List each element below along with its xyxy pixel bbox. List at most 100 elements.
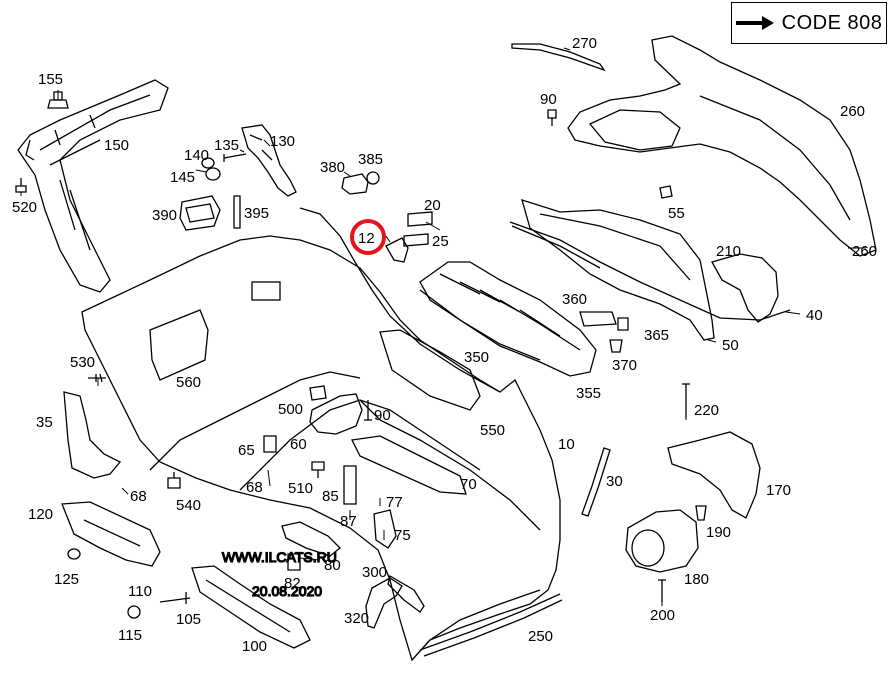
part-370	[609, 339, 623, 353]
sensor-360	[579, 311, 617, 327]
callout-170: 170	[766, 482, 791, 499]
leader-lines	[20, 47, 866, 606]
callout-90: 90	[374, 407, 391, 424]
callout-70: 70	[460, 476, 477, 493]
cover-390	[179, 195, 221, 231]
callout-350: 350	[464, 349, 489, 366]
callout-60: 60	[290, 436, 307, 453]
bracket-85	[343, 465, 357, 505]
callout-520: 520	[12, 199, 37, 216]
callout-320: 320	[344, 610, 369, 627]
screw-540	[167, 472, 181, 489]
callout-87: 87	[340, 513, 357, 530]
callout-360: 360	[562, 291, 587, 308]
part-550	[379, 329, 481, 411]
callout-365: 365	[644, 327, 669, 344]
callout-50: 50	[722, 337, 739, 354]
part-300	[387, 575, 425, 613]
trim-250	[419, 593, 563, 657]
watermark: WWW.ILCATS.RU 20.08.2020	[221, 548, 337, 599]
callout-145: 145	[170, 169, 195, 186]
callout-125: 125	[54, 571, 79, 588]
callout-100: 100	[242, 638, 267, 655]
callout-260: 260	[840, 103, 865, 120]
callout-270: 270	[572, 35, 597, 52]
callout-530: 530	[70, 354, 95, 371]
callout-68: 68	[130, 488, 147, 505]
panel-50	[521, 199, 715, 341]
callout-77: 77	[386, 494, 403, 511]
callout-75: 75	[394, 527, 411, 544]
housing-180	[625, 509, 699, 573]
callout-210: 210	[716, 243, 741, 260]
callout-500: 500	[278, 401, 303, 418]
trim-40	[509, 221, 791, 321]
bracket-150	[17, 79, 169, 293]
screw-105	[159, 592, 191, 604]
clip-25	[403, 233, 429, 247]
callout-40: 40	[806, 307, 823, 324]
bracket-80	[281, 521, 341, 557]
bracket-130	[241, 124, 297, 197]
callout-370: 370	[612, 357, 637, 374]
callout-85: 85	[322, 488, 339, 505]
callout-110: 110	[128, 583, 152, 600]
bracket-170	[667, 431, 761, 519]
code-box: CODE 808	[731, 2, 887, 44]
callout-20: 20	[424, 197, 441, 214]
callout-510: 510	[288, 480, 313, 497]
callout-540: 540	[176, 497, 201, 514]
screw-135	[223, 153, 247, 162]
watermark-line-2: 20.08.2020	[252, 583, 322, 599]
beam-70	[351, 435, 467, 495]
callout-300: 300	[362, 564, 387, 581]
part-12	[385, 237, 409, 263]
callout-105: 105	[176, 611, 201, 628]
callout-highlighted: 12	[358, 230, 375, 247]
callout-80: 80	[324, 557, 341, 574]
clip-155	[47, 91, 69, 109]
callout-10: 10	[558, 436, 575, 453]
washer-140	[201, 157, 221, 181]
washer-110	[127, 605, 141, 619]
callout-380: 380	[320, 159, 345, 176]
highlight-ring	[350, 219, 386, 255]
bumper-cover-10	[81, 207, 561, 662]
callout-200: 200	[650, 607, 675, 624]
trim-270	[511, 43, 606, 72]
callout-190: 190	[706, 524, 731, 541]
grille-350	[419, 261, 597, 377]
callout-560: 560	[176, 374, 201, 391]
callout-115: 115	[118, 627, 142, 644]
callout-550: 550	[480, 422, 505, 439]
callout-25: 25	[432, 233, 449, 250]
callout-30: 30	[606, 473, 623, 490]
clip-65	[263, 435, 277, 453]
trim-320	[365, 577, 403, 629]
bracket-35	[63, 391, 122, 479]
bracket-120	[61, 501, 161, 567]
screw-520	[15, 178, 27, 193]
callout-55: 55	[668, 205, 685, 222]
screw-510	[311, 461, 325, 478]
callout-385: 385	[358, 151, 383, 168]
strip-395	[233, 195, 241, 229]
callout-120: 120	[28, 506, 53, 523]
clip-500	[309, 385, 327, 401]
clip-55	[659, 185, 673, 199]
clip-82	[287, 553, 301, 571]
callout-68: 68	[246, 479, 263, 496]
callout-250: 250	[528, 628, 553, 645]
callout-82: 82	[284, 575, 301, 592]
strip-30	[581, 447, 611, 517]
callout-180: 180	[684, 571, 709, 588]
screw-90-top	[547, 109, 557, 126]
bracket-60	[309, 393, 363, 435]
callout-140: 140	[184, 147, 209, 164]
part-380	[341, 173, 369, 195]
bracket-100	[191, 565, 311, 649]
diffuser-260	[567, 35, 877, 257]
